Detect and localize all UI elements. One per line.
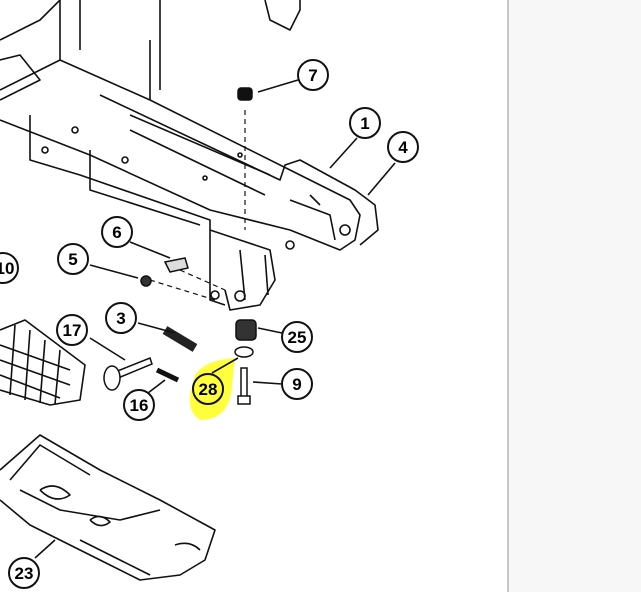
callout-6[interactable]: 6 (101, 216, 133, 248)
callout-28[interactable]: 28 (192, 373, 224, 405)
callout-label: 25 (288, 328, 307, 347)
side-panel (507, 0, 641, 592)
washer-5 (140, 275, 152, 287)
callout-label: 6 (112, 223, 121, 242)
callout-label: 23 (15, 564, 34, 583)
washer-28 (234, 346, 254, 358)
callout-4[interactable]: 4 (387, 131, 419, 163)
callout-1[interactable]: 1 (349, 107, 381, 139)
callout-label: 5 (68, 250, 77, 269)
callout-16[interactable]: 16 (123, 389, 155, 421)
parts-diagram: 7 1 4 6 5 10 3 17 25 28 9 16 23 (0, 0, 419, 589)
callout-label: 17 (63, 321, 82, 340)
nut-7 (237, 87, 253, 101)
callout-5[interactable]: 5 (57, 243, 89, 275)
callout-3[interactable]: 3 (105, 302, 137, 334)
bushing-25 (235, 319, 257, 341)
pin-6 (163, 257, 189, 273)
callout-label: 28 (199, 380, 218, 399)
pin-16 (155, 367, 180, 383)
bolt-17-head (103, 365, 121, 391)
callout-17[interactable]: 17 (56, 314, 88, 346)
callout-label: 1 (360, 114, 369, 133)
callout-label: 4 (398, 138, 408, 157)
spring-3 (162, 326, 198, 352)
callout-label: 7 (308, 66, 317, 85)
callout-7[interactable]: 7 (297, 59, 329, 91)
callout-label: 16 (130, 396, 149, 415)
frame-drawing (0, 0, 379, 581)
callout-10[interactable]: 10 (0, 252, 19, 284)
callout-label: 9 (292, 375, 301, 394)
callout-label: 10 (0, 259, 14, 278)
leader-arrows (34, 79, 396, 559)
small-parts (103, 87, 257, 405)
callout-25[interactable]: 25 (281, 321, 313, 353)
callout-label: 3 (116, 309, 125, 328)
bolt-9 (240, 367, 248, 399)
callout-9[interactable]: 9 (281, 368, 313, 400)
bolt-17 (113, 357, 153, 379)
callout-23[interactable]: 23 (8, 557, 40, 589)
